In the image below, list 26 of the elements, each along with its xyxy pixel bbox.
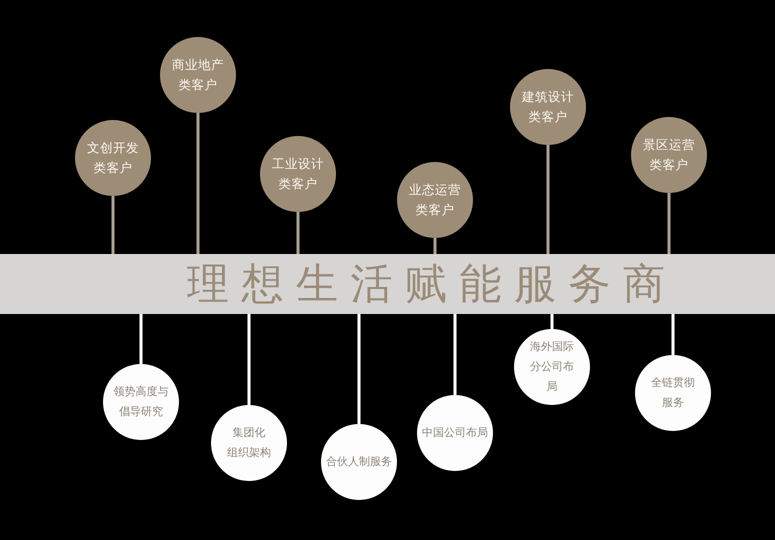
circle-label: 景区运营类客户: [642, 136, 696, 174]
connector-stem: [140, 314, 142, 364]
circle-label: 中国公司布局: [420, 425, 489, 441]
connector-stem: [672, 314, 674, 355]
circle-label: 集团化组织架构: [226, 425, 272, 461]
circle-label: 业态运营类客户: [408, 181, 462, 219]
connector-stem: [668, 193, 670, 254]
connector-stem: [434, 238, 436, 254]
circle-label: 合伙人制服务: [324, 454, 393, 470]
title-band: [0, 254, 775, 314]
connector-stem: [196, 113, 200, 254]
band-title: 理想生活赋能服务商: [187, 258, 678, 310]
circle-label: 工业设计类客户: [271, 155, 325, 193]
circle-label: 文创开发类客户: [86, 139, 140, 177]
connector-stem: [112, 196, 114, 254]
connector-stem: [296, 212, 300, 254]
circle-label: 全链贯彻服务: [650, 375, 696, 411]
circle-label: 海外国际分公司布局: [528, 339, 575, 395]
connector-stem: [454, 314, 456, 395]
connector-stem: [358, 314, 360, 424]
connector-stem: [550, 314, 554, 329]
connector-stem: [546, 145, 550, 254]
circle-label: 领势高度与倡导研究: [112, 384, 170, 420]
circle-label: 商业地产类客户: [171, 56, 225, 94]
circle-label: 建筑设计类客户: [521, 88, 575, 126]
connector-stem: [248, 314, 250, 405]
